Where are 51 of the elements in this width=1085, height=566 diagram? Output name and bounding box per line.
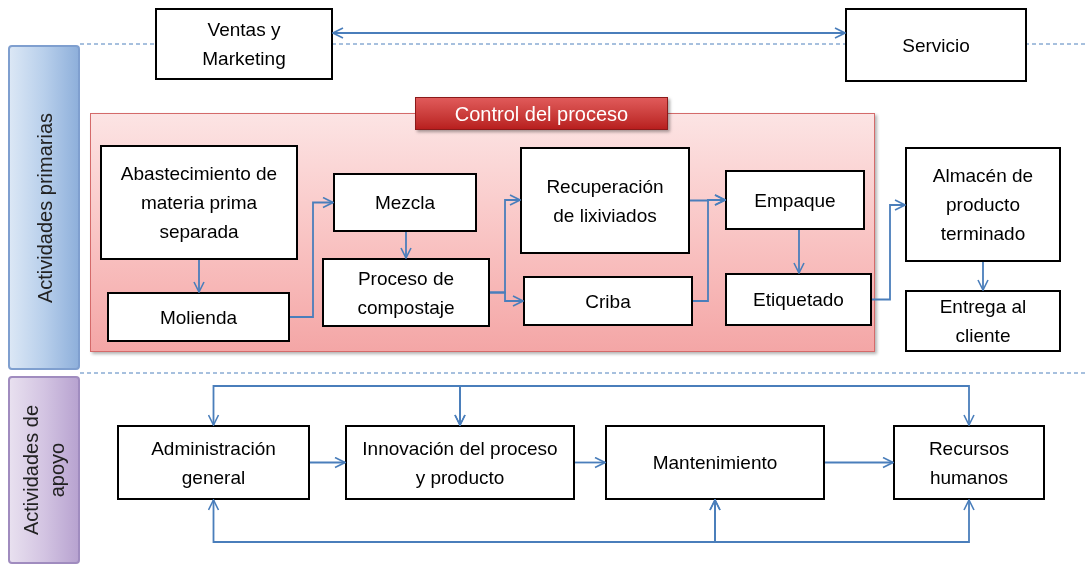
process-box [322, 258, 490, 327]
process-box [725, 273, 872, 326]
box-label: Almacén de producto terminado [931, 164, 1035, 246]
box-label: Entrega al cliente [938, 295, 1028, 348]
process-box [893, 425, 1045, 500]
arrow [574, 456, 606, 469]
arrow [489, 291, 524, 307]
arrow [309, 456, 346, 469]
box-label: Ventas y Marketing [201, 18, 287, 71]
process-box [905, 290, 1061, 352]
box-label: Proceso de compostaje [356, 266, 456, 320]
panel-title-tab: Control del proceso [415, 97, 668, 130]
box-label: Administración general [150, 436, 277, 490]
arrow [289, 196, 334, 318]
process-box [100, 145, 298, 260]
arrow [977, 261, 989, 291]
process-box [905, 147, 1061, 262]
band-label: Actividades de apoyo [19, 403, 69, 538]
box-label: Innovación del proceso y producto [361, 436, 559, 490]
process-box [345, 425, 575, 500]
process-box [107, 292, 290, 342]
box-label: Molienda [159, 305, 238, 330]
arrow [709, 499, 975, 543]
box-label: Servicio [902, 33, 970, 58]
side-band [8, 45, 80, 370]
band-label: Actividades primarias [32, 112, 57, 303]
box-label: Criba [585, 289, 631, 314]
box-label: Recuperación de lixiviados [545, 174, 665, 228]
arrow [332, 27, 846, 39]
arrow [871, 199, 906, 301]
process-box [333, 173, 477, 232]
arrow [454, 385, 975, 426]
box-label: Mantenimiento [652, 451, 778, 475]
arrow [692, 194, 726, 302]
process-box [523, 276, 693, 326]
box-label: Abastecimiento de materia prima separada [119, 162, 279, 244]
box-label: Recursos humanos [927, 436, 1011, 490]
process-box [117, 425, 310, 500]
process-box [605, 425, 825, 500]
box-label: Etiquetado [753, 288, 844, 312]
arrow [400, 231, 412, 259]
process-box [155, 8, 333, 80]
process-box [520, 147, 690, 254]
box-label: Mezcla [374, 191, 436, 215]
process-box [725, 170, 865, 230]
side-band [8, 376, 80, 564]
arrow [193, 259, 205, 293]
box-label: Empaque [754, 188, 836, 213]
arrow [824, 456, 894, 469]
process-box [845, 8, 1027, 82]
arrow [793, 229, 805, 274]
